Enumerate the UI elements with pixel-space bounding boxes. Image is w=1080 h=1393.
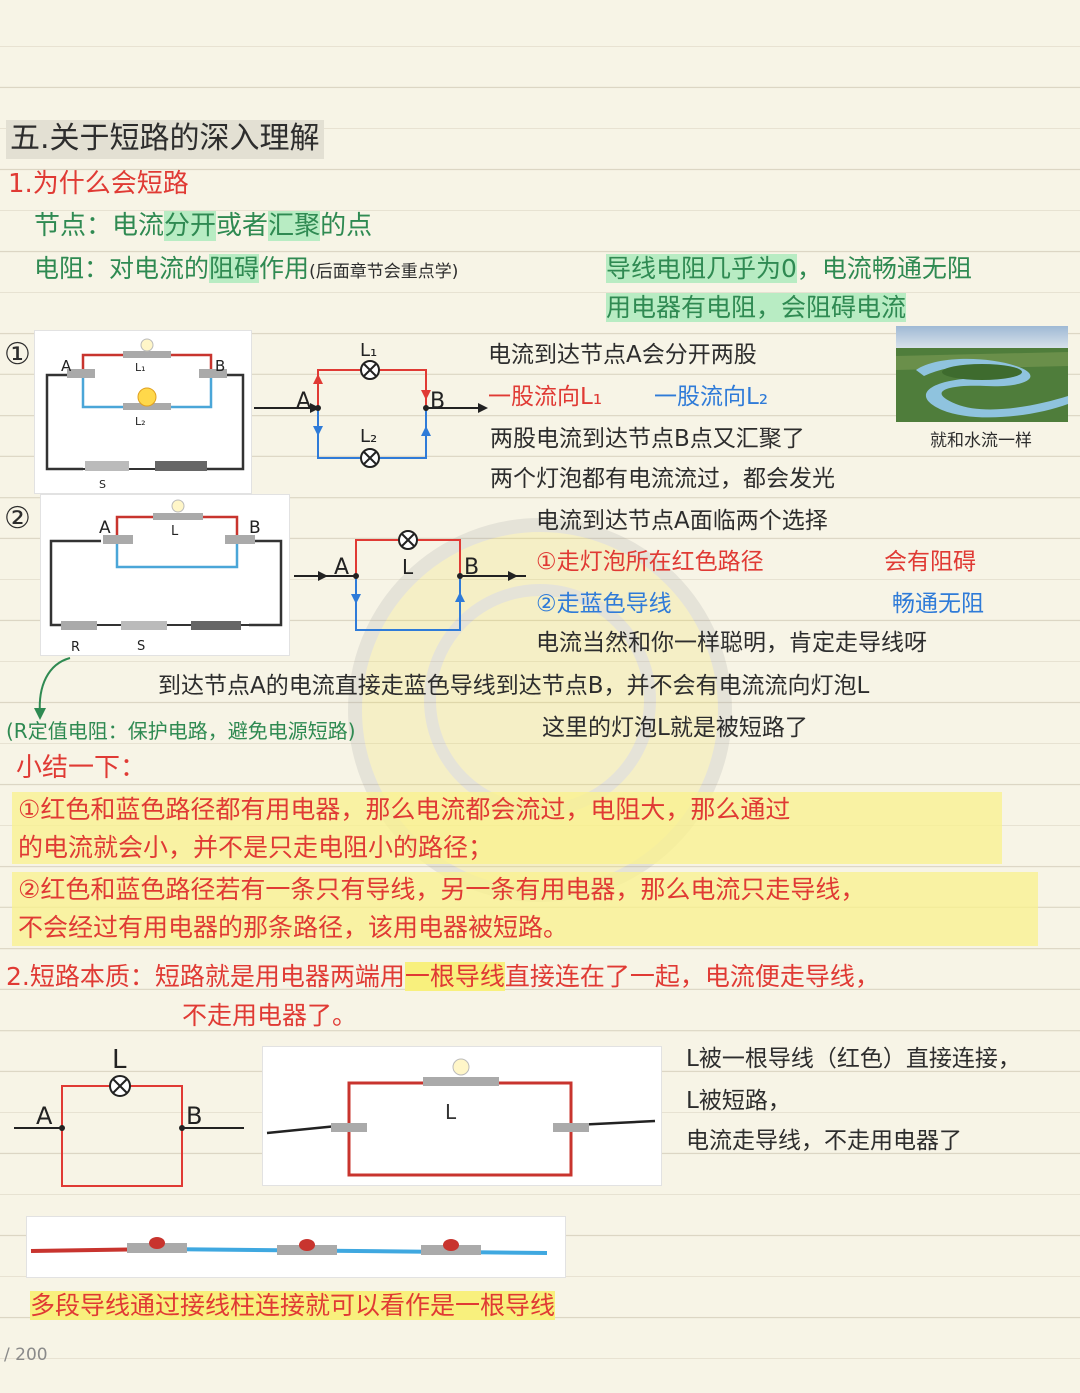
case1-line3: 两股电流到达节点B点又汇聚了 <box>490 426 805 452</box>
essence-diagram: A B L <box>10 1040 250 1190</box>
case1-line1: 电流到达节点A会分开两股 <box>488 342 757 368</box>
diagram2-label-b: B <box>464 555 479 580</box>
case1-line2b: 一股流向L₂ <box>654 384 769 410</box>
case2-option2-result: 畅通无阻 <box>892 591 984 617</box>
case2-line1: 电流到达节点A面临两个选择 <box>536 508 828 534</box>
photo1-label-l1: L₁ <box>135 361 146 374</box>
case2-short-diagram: A B L <box>290 520 530 640</box>
wire-segments-note: 多段导线通过接线柱连接就可以看作是一根导线 <box>30 1291 556 1320</box>
case2-explain2: 这里的灯泡L就是被短路了 <box>542 715 808 741</box>
case1-parallel-diagram: A B L₁ L₂ <box>250 336 490 476</box>
diagram2-label-l: L <box>402 555 414 579</box>
case2-explain1: 到达节点A的电流直接走蓝色导线到达节点B，并不会有电流流向灯泡L <box>158 673 870 699</box>
diagram1-label-a: A <box>296 389 311 414</box>
case2-number: ② <box>4 501 31 536</box>
photo1-label-a: A <box>61 357 72 375</box>
diagram3-label-a: A <box>36 1102 53 1130</box>
summary-heading: 小结一下： <box>16 753 147 783</box>
photo3-label-l: L <box>445 1100 457 1124</box>
essence-note1: L被一根导线（红色）直接连接， <box>686 1046 1021 1072</box>
river-photo <box>896 326 1068 422</box>
summary-point2-line1: ②红色和蓝色路径若有一条只有导线，另一条有用电器，那么电流只走导线， <box>18 875 866 904</box>
essence-note3: 电流走导线，不走用电器了 <box>686 1128 962 1154</box>
case2-option1: ①走灯泡所在红色路径 <box>536 549 764 575</box>
photo1-label-b: B <box>215 357 225 375</box>
photo1-label-s: S <box>99 478 106 491</box>
case1-circuit-photo: A B L₁ L₂ S <box>34 330 252 494</box>
section-title: 五.关于短路的深入理解 <box>6 120 324 159</box>
subheading-why-short-circuit: 1.为什么会短路 <box>8 169 189 199</box>
diagram2-label-a: A <box>334 555 349 580</box>
r-resistor-note: (R定值电阻：保护电路，避免电源短路) <box>6 719 356 743</box>
appliance-resistance-note: 用电器有电阻，会阻碍电流 <box>606 293 907 322</box>
photo2-label-a: A <box>99 518 111 538</box>
case1-line2a: 一股流向L₁ <box>488 384 603 410</box>
page-number: / 200 <box>4 1345 48 1365</box>
photo2-label-r: R <box>71 640 80 655</box>
case2-option1-result: 会有阻碍 <box>884 549 976 575</box>
summary-point2-highlight <box>12 872 1038 946</box>
r-note-arrow <box>20 654 80 724</box>
diagram1-label-l1: L₁ <box>360 340 377 361</box>
short-circuit-essence: 2.短路本质：短路就是用电器两端用一根导线直接连在了一起，电流便走导线， <box>6 962 880 991</box>
summary-point1-line1: ①红色和蓝色路径都有用电器，那么电流都会流过，电阻大，那么通过 <box>18 795 791 824</box>
photo2-label-s: S <box>137 639 145 654</box>
diagram1-label-l2: L₂ <box>360 426 377 447</box>
resistance-definition: 电阻：对电流的阻碍作用(后面章节会重点学) <box>34 254 459 283</box>
river-caption: 就和水流一样 <box>930 431 1032 451</box>
diagram3-label-l: L <box>112 1045 127 1075</box>
wire-segments-photo <box>26 1216 566 1278</box>
case2-line4: 电流当然和你一样聪明，肯定走导线呀 <box>536 630 927 656</box>
case1-number: ① <box>4 337 31 372</box>
case2-option2: ②走蓝色导线 <box>536 591 672 617</box>
case1-line4: 两个灯泡都有电流流过，都会发光 <box>490 466 835 492</box>
diagram1-label-b: B <box>430 389 445 414</box>
diagram3-label-b: B <box>186 1102 202 1130</box>
summary-point1-line2: 的电流就会小，并不是只走电阻小的路径； <box>18 833 494 862</box>
short-circuit-essence-line2: 不走用电器了。 <box>182 1001 358 1030</box>
case2-circuit-photo: A B L R S <box>40 494 290 656</box>
summary-point1-highlight <box>12 792 1002 864</box>
photo1-label-l2: L₂ <box>135 415 146 428</box>
wire-resistance-note: 导线电阻几乎为0，电流畅通无阻 <box>606 254 972 283</box>
photo2-label-l: L <box>171 524 179 539</box>
essence-circuit-photo: L <box>262 1046 662 1186</box>
node-definition: 节点：电流分开或者汇聚的点 <box>34 211 373 241</box>
summary-point2-line2: 不会经过有用电器的那条路径，该用电器被短路。 <box>18 913 569 942</box>
essence-note2: L被短路， <box>686 1088 791 1114</box>
photo2-label-b: B <box>249 518 261 538</box>
